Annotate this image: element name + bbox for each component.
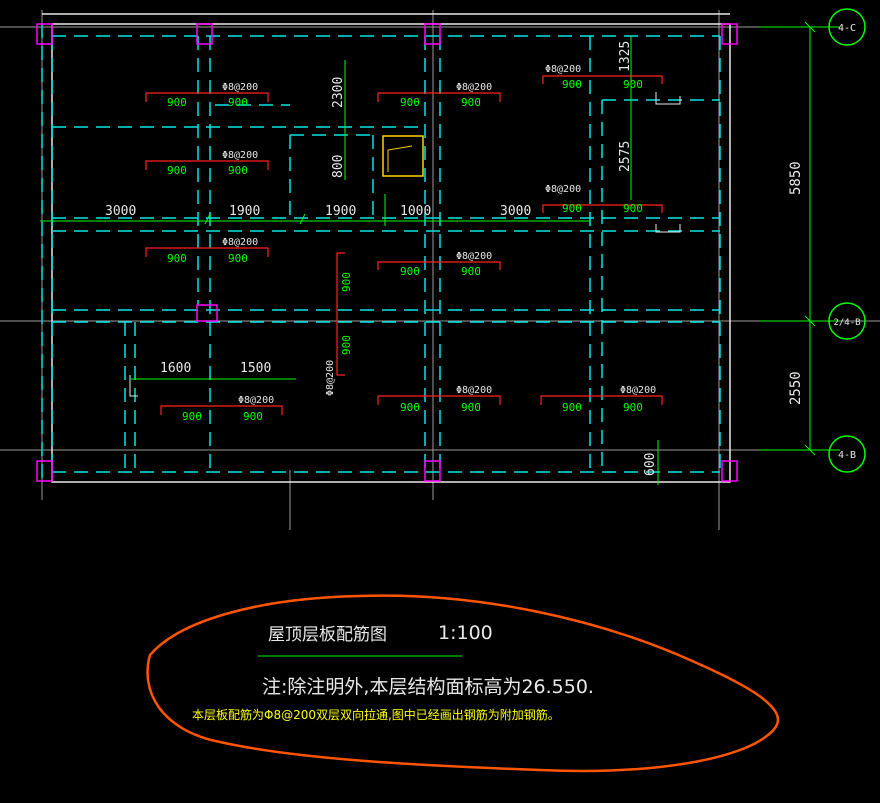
elevation-note: 注:除注明外,本层结构面标高为26.550.	[262, 676, 594, 698]
dim-1325: 1325	[618, 41, 633, 72]
rebar-label: Φ8@200	[545, 184, 581, 195]
rebar-length: 900	[167, 96, 187, 109]
drawing-scale: 1:100	[438, 622, 493, 644]
axis-bubble-bottom: 4-B	[828, 435, 866, 473]
rebar-length: 900	[228, 164, 248, 177]
rebar-label: Φ8@200	[238, 395, 274, 406]
axis-bubble-middle: 2/4-B	[828, 302, 866, 340]
axis-bubbles: 4-C 2/4-B 4-B	[828, 8, 866, 473]
dim-800: 800	[331, 155, 346, 178]
rebar-label: Φ8@200	[222, 82, 258, 93]
rebar-label: Φ8@200	[222, 150, 258, 161]
dim-2575: 2575	[618, 141, 633, 172]
slab-outline	[42, 13, 731, 483]
dim-1900-b: 1900	[325, 204, 356, 219]
roof-opening	[382, 135, 424, 177]
columns	[36, 23, 738, 482]
dim-2550: 2550	[788, 371, 804, 405]
rebar-length: 900	[461, 401, 481, 414]
axis-label-middle: 2/4-B	[833, 318, 860, 328]
rebar-length: 900	[340, 335, 353, 355]
ledge-symbols	[129, 92, 681, 397]
rebar-length: 900	[182, 410, 202, 423]
dim-1500: 1500	[240, 361, 271, 376]
dim-1600: 1600	[160, 361, 191, 376]
rebar-length: 900	[243, 410, 263, 423]
rebar-length: 900	[623, 401, 643, 414]
rebar-label: Φ8@200	[456, 385, 492, 396]
rebar-length: 900	[340, 272, 353, 292]
wall-lines	[41, 24, 721, 482]
axis-bubble-top: 4-C	[828, 8, 866, 46]
grid-lines	[0, 10, 880, 530]
rebar-length: 900	[400, 96, 420, 109]
dim-600: 600	[643, 453, 658, 476]
rebar-lines	[145, 75, 663, 415]
dim-5850: 5850	[788, 161, 804, 195]
rebar-length: 900	[623, 202, 643, 215]
rebar-length: 900	[562, 401, 582, 414]
rebar-label-group: Φ8@200 Φ8@200 Φ8@200 Φ8@200 Φ8@200 Φ8@20…	[222, 64, 656, 406]
rebar-length: 900	[228, 96, 248, 109]
axis-label-bottom: 4-B	[838, 450, 856, 461]
rebar-length: 900	[167, 252, 187, 265]
rebar-length-group: 900 900 900 900 900 900 900 900 900 900 …	[167, 78, 643, 423]
rebar-length: 900	[562, 202, 582, 215]
dim-3000-a: 3000	[105, 204, 136, 219]
markup-cloud	[146, 594, 779, 773]
drawing-title: 屋顶层板配筋图	[268, 625, 387, 645]
rebar-label: Φ8@200	[222, 237, 258, 248]
dim-3000-b: 3000	[500, 204, 531, 219]
dim-2300: 2300	[331, 77, 346, 108]
axis-label-top: 4-C	[838, 23, 856, 34]
rebar-label: Φ8@200	[545, 64, 581, 75]
rebar-length: 900	[228, 252, 248, 265]
dim-1000: 1000	[400, 204, 431, 219]
rebar-length: 900	[623, 78, 643, 91]
rebar-length: 900	[167, 164, 187, 177]
rebar-note: 本层板配筋为Φ8@200双层双向拉通,图中已经画出钢筋为附加钢筋。	[192, 708, 560, 722]
rebar-label: Φ8@200	[325, 360, 336, 396]
dimension-text-group: 3000 1900 1900 1000 3000 1600 1500 2300 …	[105, 41, 804, 476]
rebar-label: Φ8@200	[620, 385, 656, 396]
rebar-length: 900	[562, 78, 582, 91]
rebar-label: Φ8@200	[456, 251, 492, 262]
dim-1900-a: 1900	[229, 204, 260, 219]
rebar-length: 900	[461, 96, 481, 109]
dimension-lines	[40, 21, 840, 485]
rebar-length: 900	[461, 265, 481, 278]
rebar-length: 900	[400, 265, 420, 278]
rebar-length: 900	[400, 401, 420, 414]
rebar-label: Φ8@200	[456, 82, 492, 93]
